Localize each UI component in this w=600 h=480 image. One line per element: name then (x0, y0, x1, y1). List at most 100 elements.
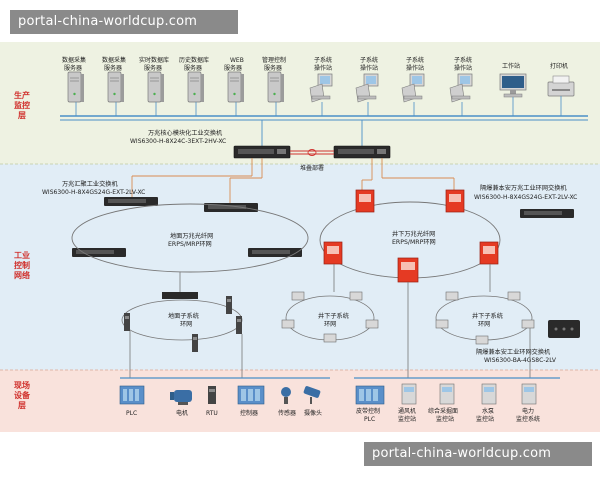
svg-text:生产: 生产 (14, 90, 30, 100)
ex-box-1 (355, 189, 375, 213)
ring1-node-2 (349, 291, 363, 301)
svg-text:工作站: 工作站 (502, 62, 520, 70)
svg-text:WIS6300-H-8X24C-3EXT-2HV-XC: WIS6300-H-8X24C-3EXT-2HV-XC (130, 138, 226, 145)
field-band (0, 370, 600, 432)
agg-switch-1 (104, 197, 158, 206)
server-2 (107, 71, 124, 103)
svg-text:隔爆兼本安工业环网交换机: 隔爆兼本安工业环网交换机 (476, 348, 551, 356)
ring1-node-4 (365, 319, 379, 329)
agg-switch-label: 万兆汇聚工业交换机 WIS6300-H-8X4GS24G-EXT-2LV-XC (42, 180, 145, 196)
svg-text:井下万兆光纤网: 井下万兆光纤网 (392, 230, 435, 238)
ring1-node-5 (323, 333, 337, 343)
svg-text:工业: 工业 (14, 250, 30, 260)
pump-station (481, 383, 497, 405)
ventilation-station (401, 383, 417, 405)
svg-text:子系统: 子系统 (314, 56, 332, 64)
ground-sub-din-4 (192, 334, 198, 352)
ring1-node-1 (291, 291, 305, 301)
svg-text:电力: 电力 (522, 407, 534, 415)
svg-text:打印机: 打印机 (550, 62, 568, 70)
svg-text:管理控制: 管理控制 (262, 56, 286, 64)
svg-text:监控站: 监控站 (398, 415, 416, 423)
ex-box-5 (397, 257, 419, 283)
controller-device (237, 385, 265, 405)
svg-text:历史数据库: 历史数据库 (179, 56, 209, 64)
svg-text:实时数据库: 实时数据库 (139, 56, 169, 64)
svg-text:地面子系统: 地面子系统 (168, 312, 199, 320)
svg-text:控制: 控制 (14, 260, 30, 270)
operator-station-1 (309, 73, 333, 103)
svg-text:摄像头: 摄像头 (304, 409, 322, 417)
ring2-node-1 (445, 291, 459, 301)
svg-text:环网: 环网 (180, 321, 192, 328)
svg-text:井下子系统: 井下子系统 (472, 312, 503, 320)
svg-text:环网: 环网 (478, 321, 490, 328)
camera-icon (303, 386, 321, 404)
svg-text:服务器: 服务器 (184, 64, 202, 72)
svg-text:WIS6300-BA-4GS8C-2LV: WIS6300-BA-4GS8C-2LV (484, 357, 557, 364)
operator-station-4 (449, 73, 473, 103)
svg-text:子系统: 子系统 (454, 56, 472, 64)
svg-text:WIS6300-H-8X4GS24G-EXT-2LV-XC: WIS6300-H-8X4GS24G-EXT-2LV-XC (474, 194, 577, 201)
motor-device (170, 390, 192, 405)
svg-text:井下子系统: 井下子系统 (318, 312, 349, 320)
server-6 (267, 71, 284, 103)
ring2-node-4 (475, 335, 489, 345)
layer-label-field: 现场 设备 层 (14, 380, 31, 410)
svg-text:操作站: 操作站 (360, 64, 378, 72)
svg-text:数据采集: 数据采集 (102, 56, 126, 64)
ex-box-3 (323, 241, 343, 265)
rtu-device (208, 386, 216, 404)
operator-station-3 (401, 73, 425, 103)
svg-text:数据采集: 数据采集 (62, 56, 86, 64)
svg-text:通风机: 通风机 (398, 407, 416, 415)
svg-text:PLC: PLC (364, 416, 375, 423)
ground-sub-din-3 (236, 316, 242, 334)
core-switch-1 (233, 145, 291, 159)
svg-text:RTU: RTU (206, 410, 218, 417)
belt-plc-device (355, 385, 385, 405)
svg-text:综合采掘面: 综合采掘面 (428, 407, 458, 415)
svg-text:ERPS/MRP环网: ERPS/MRP环网 (168, 241, 212, 248)
layer-label-industrial: 工业 控制 网络 (14, 250, 30, 280)
ex-ring-switch (548, 320, 580, 338)
workstation (499, 73, 527, 98)
ex-switch-label: 隔爆兼本安万兆工业环网交换机 WIS6300-H-8X4GS24G-EXT-2L… (474, 184, 577, 201)
core-switch-label: 万兆核心模块化工业交换机 WIS6300-H-8X24C-3EXT-2HV-XC (130, 129, 226, 145)
svg-text:服务器: 服务器 (144, 64, 162, 72)
ex-box-2 (445, 189, 465, 213)
ring1-node-3 (281, 319, 295, 329)
svg-text:子系统: 子系统 (406, 56, 424, 64)
svg-text:监控: 监控 (14, 100, 30, 110)
server-3 (147, 71, 164, 103)
svg-text:环网: 环网 (324, 321, 336, 328)
power-station (521, 383, 537, 405)
ground-sub-din-2 (226, 296, 232, 314)
svg-text:服务器: 服务器 (104, 64, 122, 72)
stack-link (290, 149, 334, 156)
svg-text:操作站: 操作站 (314, 64, 332, 72)
svg-text:PLC: PLC (126, 410, 137, 417)
server-4 (187, 71, 204, 103)
svg-text:子系统: 子系统 (360, 56, 378, 64)
svg-text:现场: 现场 (14, 380, 30, 390)
plc-device (119, 385, 145, 405)
ex-switch-rack (520, 209, 574, 218)
svg-text:设备: 设备 (14, 390, 31, 400)
svg-text:网络: 网络 (14, 270, 30, 280)
core-switch-2 (333, 145, 391, 159)
sensor-icon (281, 387, 291, 404)
server-5 (227, 71, 244, 103)
ring2-node-3 (435, 319, 449, 329)
svg-text:隔爆兼本安万兆工业环网交换机: 隔爆兼本安万兆工业环网交换机 (480, 184, 567, 192)
operator-station-2 (355, 73, 379, 103)
svg-text:控制器: 控制器 (240, 409, 258, 417)
svg-text:服务器: 服务器 (64, 64, 82, 72)
ground-sub-din-1 (124, 313, 130, 331)
svg-text:操作站: 操作站 (406, 64, 424, 72)
agg-switch-3 (72, 248, 126, 257)
svg-text:水泵: 水泵 (482, 407, 494, 415)
agg-switch-4 (248, 248, 302, 257)
svg-text:地面万兆光纤网: 地面万兆光纤网 (170, 232, 213, 240)
